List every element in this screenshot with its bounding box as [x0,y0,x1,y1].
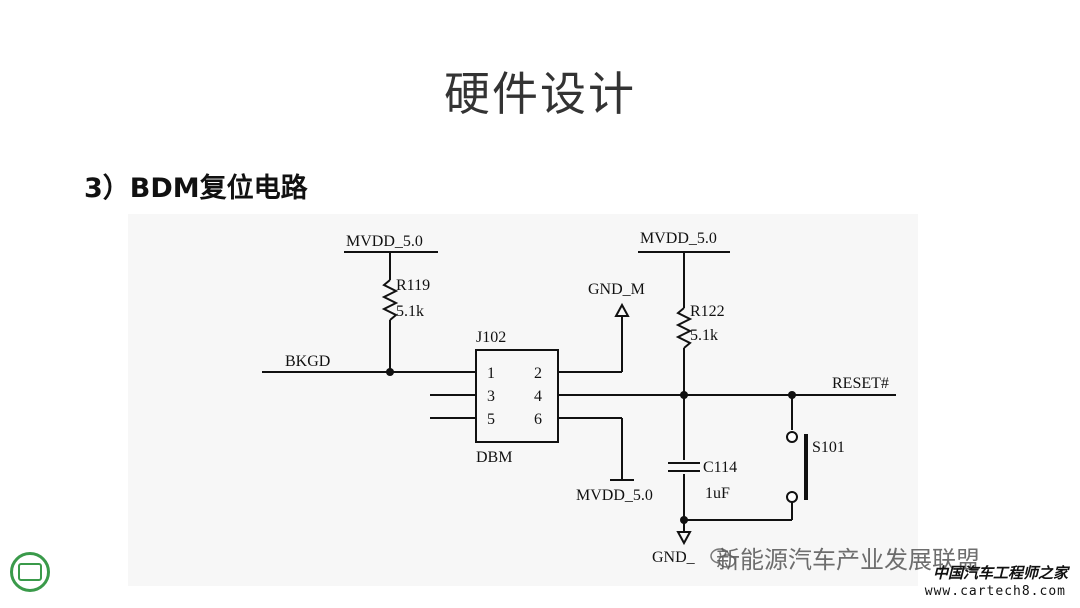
alliance-logo-icon [10,552,50,592]
junction-reset-s101 [788,391,796,399]
label-gnd-m: GND_M [588,281,645,298]
label-j102-pin6: 6 [534,411,542,428]
section-heading: 3）BDM复位电路 [84,173,308,204]
label-gnd-bottom: GND_ [652,549,696,566]
label-j102-pin1: 1 [487,365,495,382]
schematic-svg: MVDD_5.0 R119 5.1k BKGD J102 1 2 3 4 5 6… [262,230,896,566]
switch-s101-contact-bottom [786,491,798,503]
label-s101-ref: S101 [812,439,845,456]
label-j102-pin2: 2 [534,365,542,382]
label-j102-ref: J102 [476,329,506,346]
site-watermark-url: www.cartech8.com [924,584,1066,599]
label-mvdd-right: MVDD_5.0 [640,230,717,247]
label-c114-value: 1uF [705,485,730,502]
resistor-r122 [675,307,693,349]
wechat-icon [710,548,736,568]
label-r119-ref: R119 [396,277,430,294]
label-bkgd: BKGD [285,353,330,370]
label-mvdd-left: MVDD_5.0 [346,233,423,250]
slide-title: 硬件设计 [444,67,636,121]
label-r122-ref: R122 [690,303,725,320]
wechat-watermark: 新能源汽车产业发展联盟 [716,546,980,574]
site-watermark-name: 中国汽车工程师之家 [932,564,1068,582]
label-j102-name: DBM [476,449,512,466]
label-j102-pin5: 5 [487,411,495,428]
junction-gnd [680,516,688,524]
resistor-r119 [381,279,399,321]
label-j102-pin3: 3 [487,388,495,405]
label-r122-value: 5.1k [690,327,718,344]
switch-s101-contact-top [786,431,798,443]
label-c114-ref: C114 [703,459,737,476]
label-reset: RESET# [832,375,889,392]
gnd-m-symbol [614,302,630,317]
circuit-schematic: MVDD_5.0 R119 5.1k BKGD J102 1 2 3 4 5 6… [128,214,918,586]
label-j102-pin4: 4 [534,388,542,405]
junction-reset-r122 [680,391,688,399]
label-mvdd-bottom: MVDD_5.0 [576,487,653,504]
gnd-bottom-symbol [676,531,692,546]
junction-bkgd [386,368,394,376]
label-r119-value: 5.1k [396,303,424,320]
